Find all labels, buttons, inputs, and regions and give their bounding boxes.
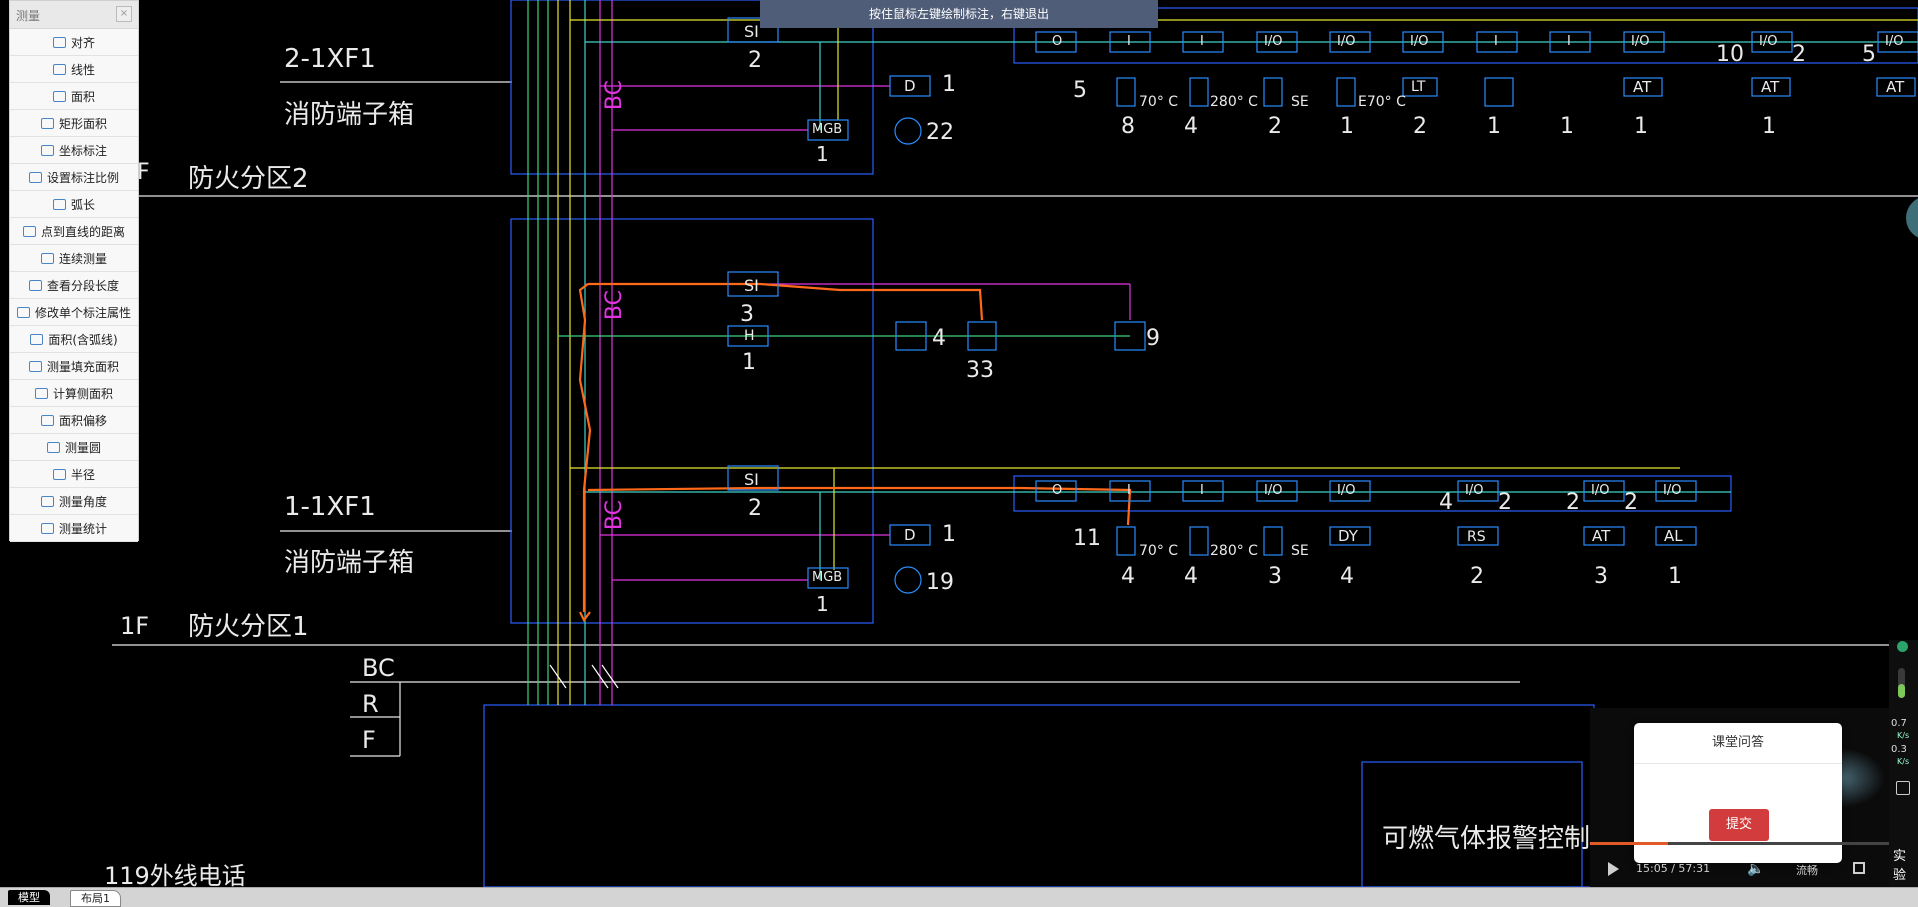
tab-layout[interactable]: 布局1	[70, 890, 121, 907]
measure-item-rect-area[interactable]: 矩形面积	[10, 110, 138, 137]
measure-item-scale[interactable]: 设置标注比例	[10, 164, 138, 191]
measure-trace	[578, 282, 1132, 623]
statistics-icon	[40, 522, 54, 534]
component-boxes	[727, 17, 1146, 594]
video-time: 15:05 / 57:31	[1636, 862, 1711, 875]
measure-item-label: 测量圆	[64, 440, 101, 455]
measure-item-label: 对齐	[70, 35, 95, 50]
signal-bar-icon	[1898, 668, 1905, 698]
measure-item-label: 设置标注比例	[46, 170, 119, 185]
video-progress-bar[interactable]	[1590, 842, 1890, 845]
quality-select[interactable]: 流畅	[1796, 864, 1818, 877]
measure-item-label: 修改单个标注属性	[34, 305, 131, 320]
measure-item-label: 连续测量	[58, 251, 107, 266]
measure-item-label: 面积偏移	[58, 413, 107, 428]
measure-item-arc-length[interactable]: 弧长	[10, 191, 138, 218]
measure-item-side-area[interactable]: 计算侧面积	[10, 380, 138, 407]
module-row-upper	[1035, 31, 1918, 107]
edit-annotation-icon	[16, 306, 30, 318]
network-speed-widget: 0.7 K/s 0.3 K/s 实验	[1889, 640, 1918, 887]
download-speed: 0.3	[1891, 744, 1907, 755]
upload-speed: 0.7	[1891, 718, 1907, 729]
area-icon	[52, 90, 66, 102]
radius-icon	[52, 468, 66, 480]
measure-panel: 测量 × 对齐 线性 面积 矩形面积 坐标标注 设置标注比例 弧长 点到直线的距…	[9, 0, 139, 542]
measure-item-point-line[interactable]: 点到直线的距离	[10, 218, 138, 245]
layout-tabs: 模型 布局1	[0, 887, 1918, 907]
measure-item-angle[interactable]: 测量角度	[10, 488, 138, 515]
scale-icon	[28, 171, 42, 183]
measure-item-label: 测量填充面积	[46, 359, 119, 374]
measure-item-label: 弧长	[70, 197, 95, 212]
measure-item-align[interactable]: 对齐	[10, 29, 138, 56]
circle-measure-icon	[46, 441, 60, 453]
measure-item-area-offset[interactable]: 面积偏移	[10, 407, 138, 434]
arc-area-icon	[30, 333, 44, 345]
tab-model[interactable]: 模型	[8, 890, 50, 905]
measure-item-label: 点到直线的距离	[40, 224, 125, 239]
measure-item-label: 半径	[70, 467, 95, 482]
measure-panel-header[interactable]: 测量 ×	[10, 1, 138, 29]
coordinate-icon	[40, 144, 54, 156]
point-line-distance-icon	[22, 225, 36, 237]
measure-item-label: 矩形面积	[58, 116, 107, 131]
play-icon[interactable]	[1608, 862, 1619, 876]
measure-item-edit-annotation[interactable]: 修改单个标注属性	[10, 299, 138, 326]
volume-icon[interactable]: 🔈	[1747, 861, 1765, 877]
measure-item-statistics[interactable]: 测量统计	[10, 515, 138, 542]
measure-item-fill-area[interactable]: 测量填充面积	[10, 353, 138, 380]
close-icon[interactable]: ×	[116, 6, 132, 22]
angle-icon	[40, 495, 54, 507]
vertical-bus-lines	[527, 0, 619, 705]
fullscreen-icon[interactable]	[1853, 862, 1865, 874]
measure-item-linear[interactable]: 线性	[10, 56, 138, 83]
area-offset-icon	[40, 414, 54, 426]
measure-item-continuous[interactable]: 连续测量	[10, 245, 138, 272]
align-icon	[52, 36, 66, 48]
linear-measure-icon	[52, 63, 66, 75]
rect-area-icon	[40, 117, 54, 129]
arc-length-icon	[52, 198, 66, 210]
segment-length-icon	[28, 279, 42, 291]
fill-area-icon	[28, 360, 42, 372]
measure-item-label: 面积	[70, 89, 95, 104]
side-area-icon	[34, 387, 48, 399]
screenshot-icon[interactable]	[1896, 781, 1910, 795]
video-progress-fill	[1590, 842, 1668, 845]
side-handle[interactable]	[1906, 196, 1918, 240]
measure-item-label: 面积(含弧线)	[48, 332, 118, 347]
hint-bar: 按住鼠标左键绘制标注，右键退出	[760, 0, 1158, 28]
measure-item-arc-area[interactable]: 面积(含弧线)	[10, 326, 138, 353]
measure-item-coordinate[interactable]: 坐标标注	[10, 137, 138, 164]
measure-item-area[interactable]: 面积	[10, 83, 138, 110]
status-dot-icon	[1897, 641, 1908, 652]
measure-item-label: 测量角度	[58, 494, 107, 509]
measure-item-segment[interactable]: 查看分段长度	[10, 272, 138, 299]
qa-title: 课堂问答	[1634, 723, 1842, 764]
video-controls: 15:05 / 57:31 🔈 流畅	[1590, 855, 1890, 887]
wiring-lines	[558, 0, 1918, 581]
measure-item-radius[interactable]: 半径	[10, 461, 138, 488]
measure-item-circle[interactable]: 测量圆	[10, 434, 138, 461]
continuous-measure-icon	[40, 252, 54, 264]
zone-divider-lines	[112, 81, 1918, 757]
measure-item-label: 查看分段长度	[46, 278, 119, 293]
upload-unit: K/s	[1897, 731, 1910, 740]
qa-dialog: 课堂问答 提交	[1634, 723, 1842, 863]
download-unit: K/s	[1897, 757, 1910, 766]
measure-item-label: 坐标标注	[58, 143, 107, 158]
measure-item-label: 线性	[70, 62, 95, 77]
module-row-lower	[1035, 480, 1697, 556]
edge-text: 实验	[1893, 849, 1907, 883]
submit-button[interactable]: 提交	[1709, 809, 1769, 841]
measure-panel-title: 测量	[16, 9, 41, 23]
measure-item-label: 测量统计	[58, 521, 107, 536]
measure-item-label: 计算侧面积	[52, 386, 113, 401]
